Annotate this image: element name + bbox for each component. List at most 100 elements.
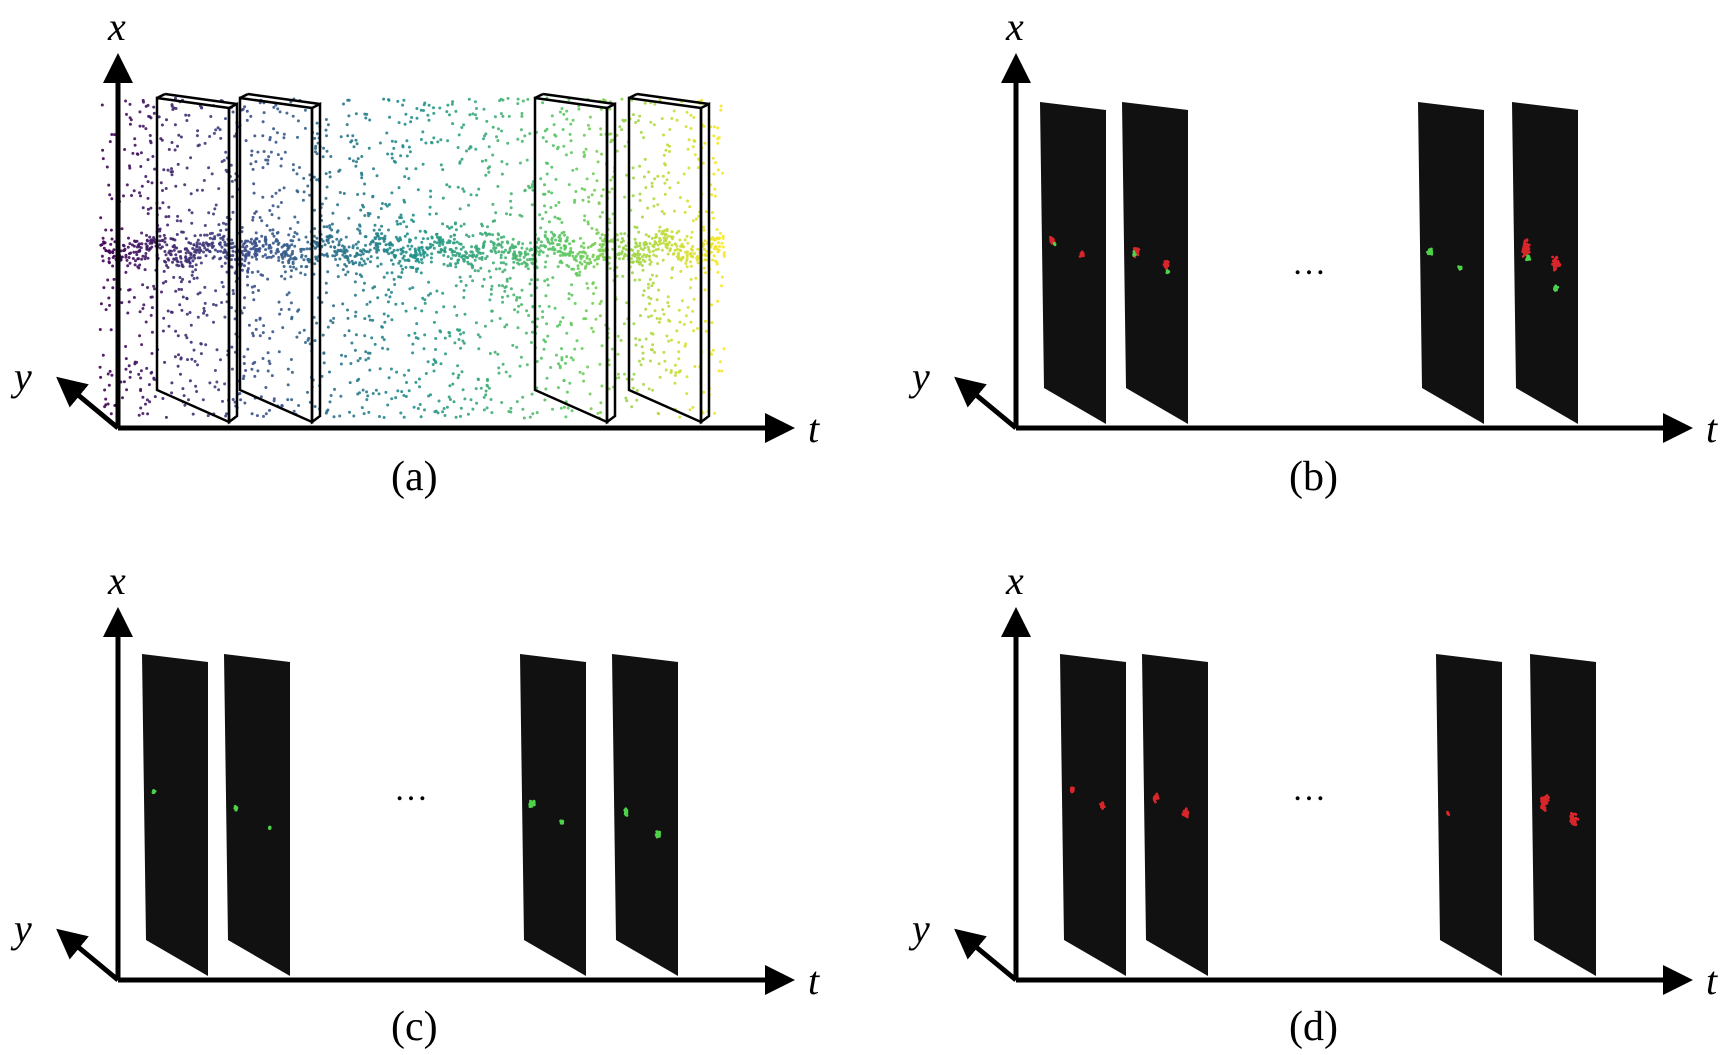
event-point	[188, 264, 192, 268]
event-point	[560, 356, 564, 360]
event-point	[411, 286, 415, 290]
event-point	[138, 310, 142, 314]
event-point	[405, 167, 409, 171]
event-point	[429, 260, 433, 264]
event-point	[287, 259, 290, 263]
event-point	[490, 284, 494, 288]
event-point	[651, 332, 655, 336]
event-point	[593, 188, 597, 192]
event-point	[356, 359, 360, 363]
event-point	[644, 307, 648, 311]
event-blob-pixel	[1049, 238, 1053, 242]
event-point	[337, 169, 341, 173]
event-point	[340, 353, 343, 357]
event-point	[481, 251, 485, 255]
event-point	[124, 357, 128, 361]
event-point	[641, 357, 645, 361]
event-point	[149, 371, 153, 375]
event-point	[495, 135, 498, 139]
event-point	[165, 243, 169, 247]
event-point	[599, 133, 603, 137]
event-point	[428, 212, 432, 216]
event-point	[422, 255, 426, 259]
event-point	[196, 292, 200, 296]
event-point	[356, 193, 360, 196]
event-point	[296, 135, 299, 139]
event-point	[656, 203, 660, 207]
event-point	[676, 247, 679, 251]
event-point	[153, 167, 157, 171]
event-blob-pixel	[1133, 253, 1137, 257]
event-point	[351, 159, 355, 163]
event-point	[343, 263, 347, 266]
event-point	[566, 252, 570, 256]
event-point	[176, 144, 179, 148]
event-point	[635, 252, 639, 256]
event-point	[480, 222, 484, 226]
event-point	[315, 236, 319, 240]
event-point	[565, 109, 569, 113]
event-point	[253, 284, 257, 288]
event-point	[302, 190, 306, 194]
event-point	[451, 253, 455, 257]
event-point	[694, 276, 698, 280]
event-blob-pixel	[1543, 809, 1547, 812]
event-point	[560, 358, 564, 362]
event-point	[486, 384, 489, 388]
event-point	[462, 331, 466, 335]
t-axis-label: t	[1706, 406, 1718, 451]
event-point	[475, 246, 479, 250]
event-point	[543, 279, 547, 283]
event-point	[541, 310, 545, 314]
event-point	[712, 254, 716, 258]
event-point	[535, 411, 539, 415]
event-frame	[520, 654, 586, 976]
event-point	[354, 310, 358, 314]
event-point	[172, 257, 176, 261]
event-point	[219, 229, 223, 232]
event-point	[565, 263, 569, 267]
event-point	[129, 370, 132, 374]
event-point	[408, 247, 412, 251]
event-point	[554, 353, 558, 357]
event-point	[224, 150, 228, 154]
event-point	[544, 260, 548, 264]
event-point	[247, 261, 251, 265]
event-point	[338, 257, 342, 261]
event-point	[354, 138, 358, 142]
event-point	[528, 248, 532, 252]
event-blob-pixel	[1541, 803, 1545, 807]
event-point	[685, 265, 689, 269]
event-point	[618, 125, 622, 129]
event-point	[599, 127, 603, 131]
event-point	[314, 257, 318, 261]
event-point	[250, 242, 254, 246]
event-point	[562, 144, 566, 148]
event-point	[104, 397, 108, 401]
event-point	[471, 407, 475, 411]
event-point	[435, 241, 439, 245]
event-point	[262, 150, 266, 153]
event-point	[661, 230, 665, 233]
event-point	[638, 252, 642, 256]
event-point	[550, 165, 554, 169]
event-point	[250, 270, 254, 274]
event-point	[617, 251, 621, 255]
event-point	[554, 238, 558, 242]
event-point	[246, 267, 250, 271]
event-point	[518, 213, 522, 217]
event-point	[615, 274, 619, 278]
event-point	[661, 241, 665, 245]
event-point	[298, 331, 302, 335]
event-point	[382, 239, 386, 243]
event-point	[399, 264, 403, 268]
event-point	[149, 206, 153, 210]
event-point	[283, 243, 287, 247]
event-point	[442, 262, 446, 266]
event-point	[250, 367, 254, 371]
event-frame	[1512, 102, 1578, 424]
event-point	[337, 240, 341, 244]
event-point	[243, 401, 247, 405]
event-point	[430, 236, 434, 240]
frame-outline-side	[310, 101, 322, 425]
